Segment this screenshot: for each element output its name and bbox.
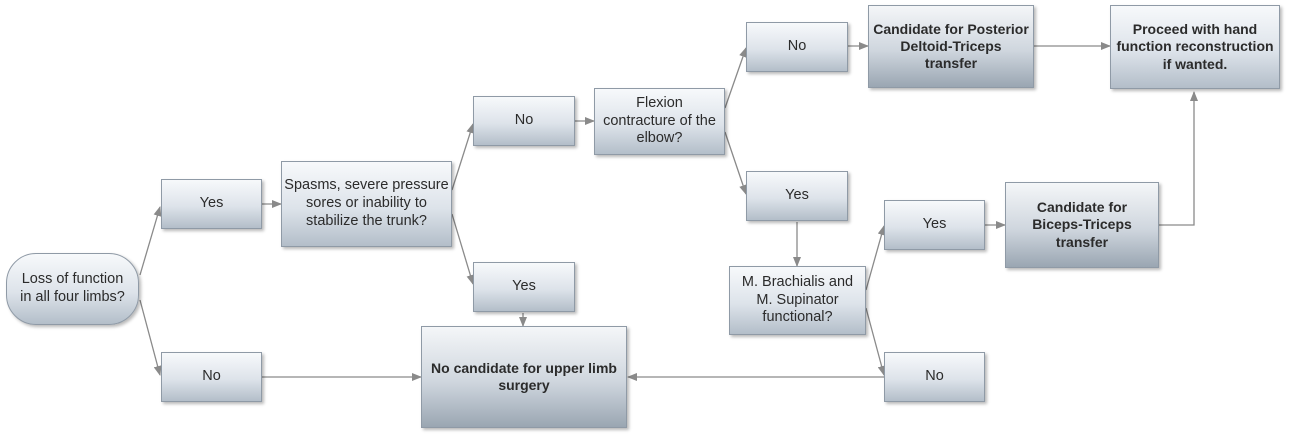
- proceed-node: Proceed with hand function reconstructio…: [1110, 5, 1280, 89]
- posterior-deltoid-node: Candidate for Posterior Deltoid-Triceps …: [868, 5, 1034, 88]
- no-decision-4: No: [884, 352, 985, 402]
- no-decision-2-label: No: [514, 112, 534, 129]
- proceed-label: Proceed with hand function reconstructio…: [1116, 21, 1274, 72]
- no-candidate-node: No candidate for upper limb surgery: [421, 326, 627, 428]
- flexion-question-label: Flexion contracture of the elbow?: [603, 94, 716, 147]
- brachialis-question-node: M. Brachialis and M. Supinator functiona…: [729, 266, 866, 335]
- no-decision-3: No: [746, 22, 848, 72]
- yes-decision-2: Yes: [473, 262, 575, 312]
- yes-decision-2-label: Yes: [512, 278, 536, 295]
- edge-spasms-no: [451, 123, 475, 191]
- no-decision-1-label: No: [202, 368, 221, 385]
- edge-spasms-yes: [451, 213, 475, 285]
- edge-start-no: [139, 299, 162, 376]
- no-candidate-label: No candidate for upper limb surgery: [431, 359, 617, 393]
- brachialis-question-label: M. Brachialis and M. Supinator functiona…: [741, 273, 854, 326]
- biceps-triceps-node: Candidate for Biceps-Triceps transfer: [1005, 182, 1159, 268]
- yes-decision-4-label: Yes: [922, 216, 947, 233]
- yes-decision-1-label: Yes: [199, 195, 224, 212]
- yes-decision-3-label: Yes: [785, 187, 809, 204]
- spasms-question-node: Spasms, severe pressure sores or inabili…: [281, 161, 452, 247]
- spasms-question-label: Spasms, severe pressure sores or inabili…: [284, 177, 449, 229]
- edge-start-yes: [139, 206, 162, 276]
- no-decision-1: No: [161, 352, 262, 402]
- yes-decision-3: Yes: [746, 171, 848, 221]
- no-decision-3-label: No: [787, 38, 807, 55]
- edge-brachialis-yes: [865, 225, 886, 291]
- flexion-question-node: Flexion contracture of the elbow?: [594, 88, 725, 155]
- no-decision-4-label: No: [925, 368, 944, 385]
- biceps-triceps-label: Candidate for Biceps-Triceps transfer: [1032, 199, 1132, 250]
- edge-flexion-no: [724, 47, 747, 109]
- edge-brachialis-no: [865, 307, 886, 376]
- yes-decision-1: Yes: [161, 179, 262, 229]
- start-node: Loss of function in all four limbs?: [6, 253, 139, 325]
- edge-biceps-proceed: [1159, 91, 1198, 226]
- edge-flexion-yes: [724, 131, 747, 195]
- yes-decision-4: Yes: [884, 200, 985, 250]
- no-decision-2: No: [473, 96, 575, 146]
- posterior-deltoid-label: Candidate for Posterior Deltoid-Triceps …: [873, 20, 1029, 72]
- start-node-label: Loss of function in all four limbs?: [20, 271, 125, 305]
